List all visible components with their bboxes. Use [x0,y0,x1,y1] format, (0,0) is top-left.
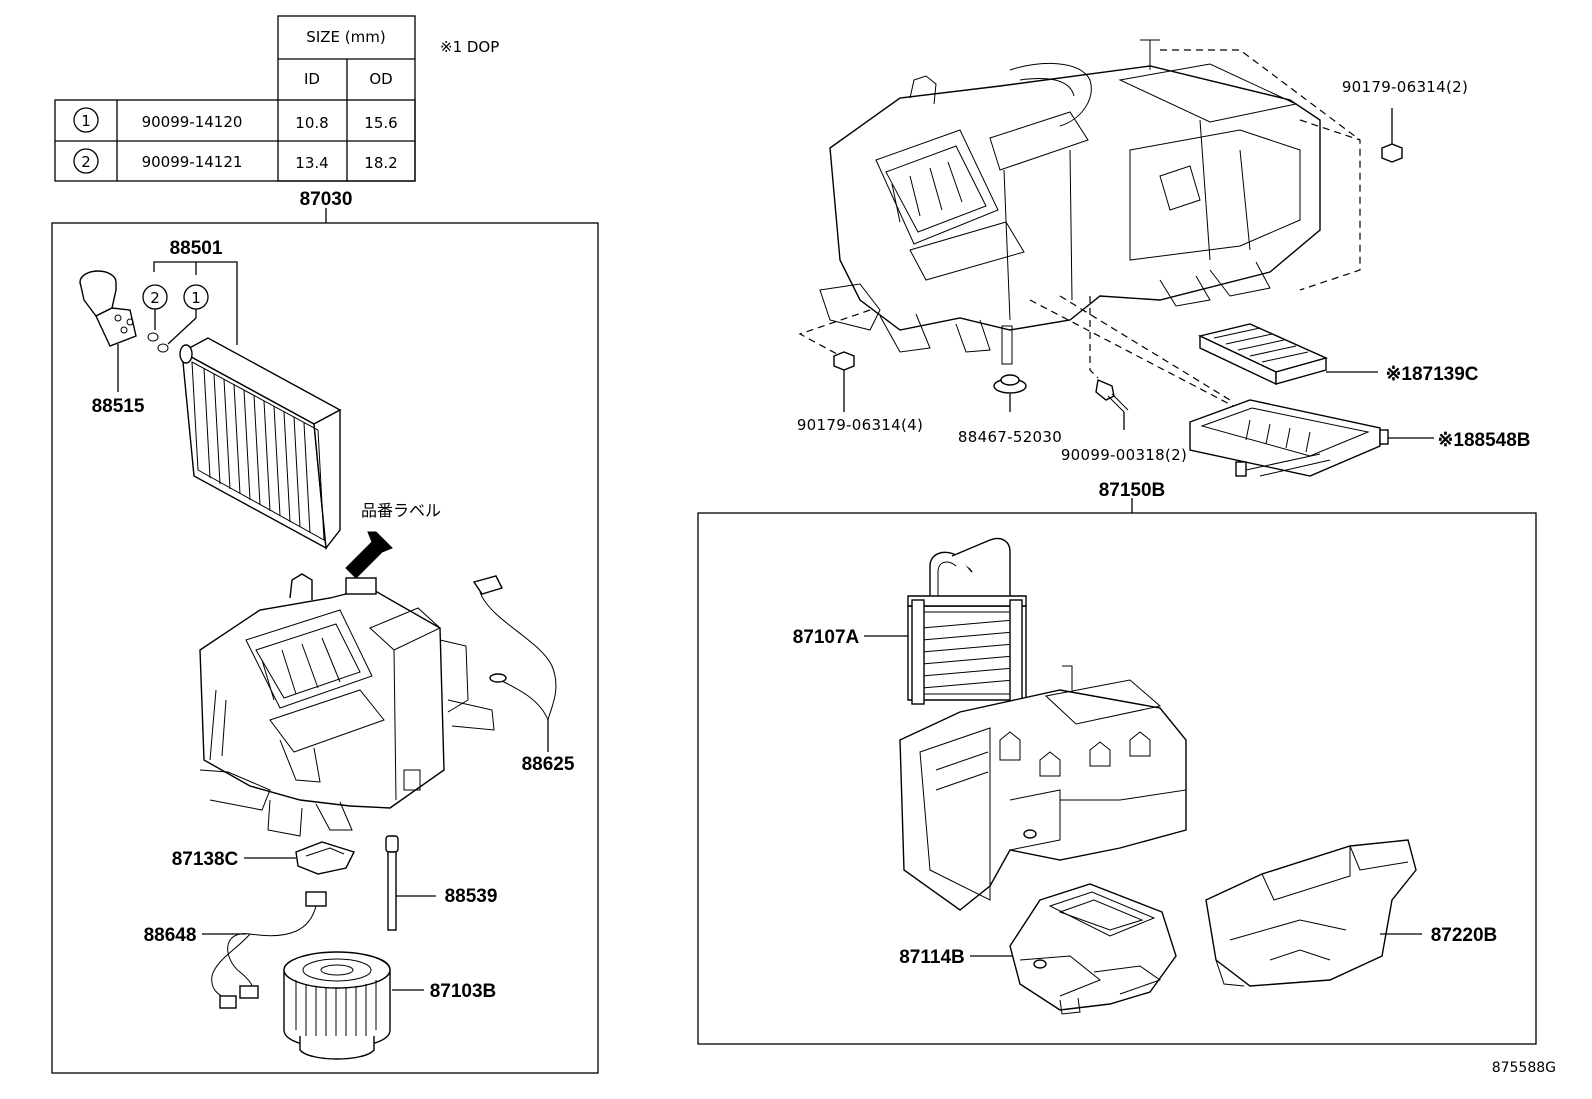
bolt-90179-2 [1381,143,1403,163]
sensor-wire-88625 [472,575,557,721]
resistor-87138c [295,841,355,875]
assembly-87150b-frame [697,512,1537,1045]
assembly-87030-frame [51,222,599,1074]
id-header: ID [304,70,320,88]
label-87139c: ※187139C [1385,364,1478,385]
blower-case-87220b [1205,839,1417,987]
label-90179-06314-2: 90179-06314(2) [1342,78,1468,96]
label-88515: 88515 [92,396,145,417]
ref-2: 2 [81,153,91,171]
label-87220b: 87220B [1431,925,1498,946]
label-88548b: ※188548B [1437,430,1530,451]
label-88539: 88539 [445,886,498,907]
ref-circle-1 [73,107,99,133]
svg-text:1: 1 [191,289,201,307]
top-right-assembly: 90179-06314(2) 90179-06314(4) 88467-5203… [797,39,1531,477]
assembly-87150b: 87150B 87107A [697,480,1537,1045]
dop-note: ※1 DOP [440,38,499,56]
wire-harness-88648 [211,891,327,1009]
size-header: SIZE (mm) [306,28,385,46]
evaporator-88501 [179,337,342,550]
label-90179-06314-4: 90179-06314(4) [797,416,923,434]
part-number-label-note: 品番ラベル [361,501,441,520]
label-88467-52030: 88467-52030 [958,428,1062,446]
label-87138c: 87138C [172,849,239,870]
id-row-1: 10.8 [295,114,328,132]
label-90099-00318-2: 90099-00318(2) [1061,446,1187,464]
id-row-2: 13.4 [295,154,328,172]
filter-case-88548b [1189,399,1389,477]
part-number-row-1: 90099-14120 [142,113,243,131]
label-88625: 88625 [522,754,575,775]
heater-housing [899,665,1187,911]
case-87114b [1009,883,1177,1015]
label-87114b: 87114B [899,947,965,968]
expansion-valve-88515 [79,270,137,347]
label-87150b: 87150B [1099,480,1166,501]
o-ring-2 [147,332,159,342]
ref-1: 1 [81,112,91,130]
arrow-icon [345,531,393,579]
rod-88539 [385,835,399,931]
label-87107a: 87107A [793,627,860,648]
label-88501: 88501 [170,238,223,259]
od-row-2: 18.2 [364,154,397,172]
figure-code: 875588G [1492,1060,1556,1076]
heater-core-87107a [907,537,1027,705]
od-header: OD [369,70,392,88]
label-87030: 87030 [300,189,353,210]
size-table: SIZE (mm) ID OD ※1 DOP 1 90099-14120 10.… [54,15,499,182]
svg-text:2: 2 [150,289,160,307]
grommet-88467 [993,374,1027,394]
filter-87139c [1197,323,1329,386]
assembly-87030: 87030 88501 2 1 88515 [51,189,599,1074]
screw-90099-00318 [1095,379,1129,413]
label-88648: 88648 [144,925,197,946]
air-conditioning-unit [199,573,495,837]
part-number-row-2: 90099-14121 [142,153,243,171]
blower-motor-87103b [283,951,391,1060]
od-row-1: 15.6 [364,114,397,132]
label-87103b: 87103B [430,981,497,1002]
bolt-90179-4 [833,351,855,371]
ref-circle-2 [73,148,99,174]
o-ring-1 [157,343,169,353]
